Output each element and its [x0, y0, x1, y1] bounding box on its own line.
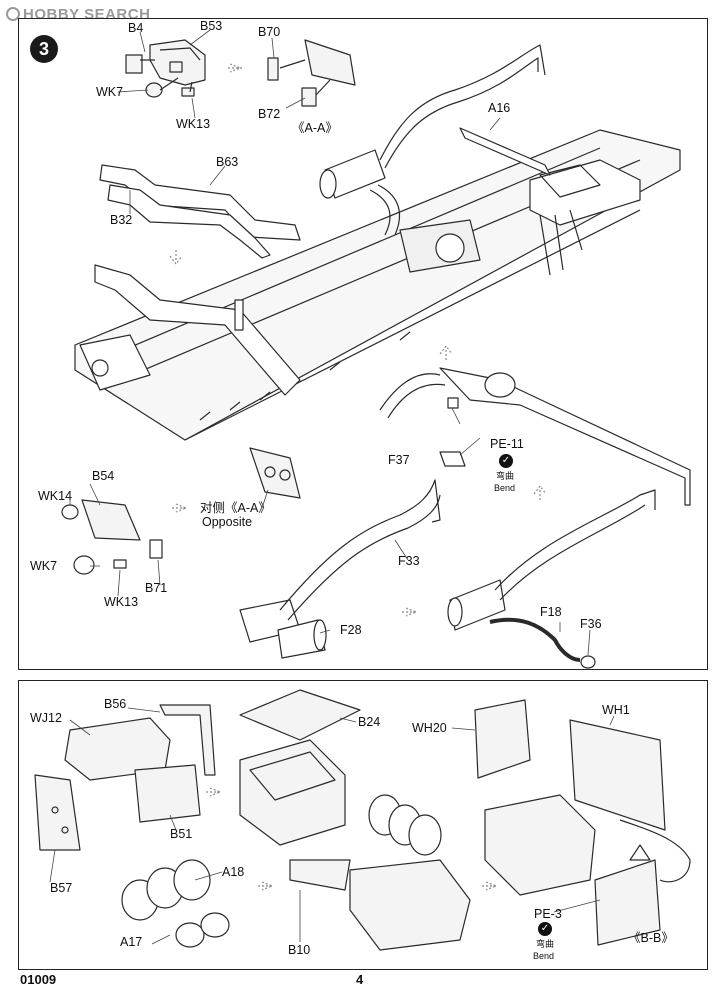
label-b71: B71 [145, 581, 168, 595]
exhaust-pipe-f33-drawing [239, 479, 441, 659]
label-bend-cn-2: 弯曲 [536, 939, 555, 949]
label-b72: B72 [258, 107, 281, 121]
label-b63: B63 [216, 155, 239, 169]
label-wj12: WJ12 [30, 711, 62, 725]
label-b70: B70 [258, 25, 281, 39]
exhaust-pipe-right-drawing [379, 367, 691, 506]
label-b54: B54 [92, 469, 115, 483]
label-opposite-en: Opposite [202, 515, 253, 529]
exhaust-pipe-a16-drawing [319, 44, 546, 236]
bend-icon-2: ✓ [538, 922, 552, 936]
label-a17: A17 [120, 935, 143, 949]
label-wk7-top: WK7 [96, 85, 124, 99]
label-a16: A16 [488, 101, 511, 115]
label-b24: B24 [358, 715, 381, 729]
bend-icon-1: ✓ [499, 454, 513, 468]
label-bend-en-2: Bend [533, 951, 555, 961]
label-view-bb: 《B-B》 [628, 931, 674, 945]
label-f18: F18 [540, 605, 562, 619]
label-a18: A18 [222, 865, 245, 879]
exhaust-pipe-f18-drawing [447, 489, 656, 669]
part-b70-drawing [267, 39, 356, 107]
step-number-badge: 3 [30, 35, 58, 63]
label-b51: B51 [170, 827, 193, 841]
label-b53: B53 [200, 19, 223, 33]
label-bend-en-1: Bend [494, 483, 516, 493]
label-wh1: WH1 [602, 703, 630, 717]
label-pe11: PE-11 [490, 437, 524, 451]
label-f37: F37 [388, 453, 410, 467]
battery-box-left-drawing [34, 704, 216, 851]
battery-box-center-drawing [239, 689, 471, 951]
label-view-aa-top: 《A-A》 [292, 121, 338, 135]
label-wh20: WH20 [412, 721, 447, 735]
label-wk13-top: WK13 [176, 117, 211, 131]
label-f33: F33 [398, 554, 420, 568]
label-b56: B56 [104, 697, 127, 711]
catalog-code: 01009 [20, 972, 57, 987]
chassis-frame-drawing [74, 127, 681, 441]
label-f36: F36 [580, 617, 602, 631]
battery-box-right-drawing [474, 699, 691, 946]
label-opposite-cn: 对侧《A-A》 [200, 501, 271, 515]
label-bend-cn-1: 弯曲 [496, 471, 515, 481]
label-b4: B4 [128, 21, 144, 35]
batteries-a18-drawing [121, 859, 230, 948]
label-wk13-bottom: WK13 [104, 595, 139, 609]
step-3-panel [18, 18, 708, 670]
part-b53-drawing [125, 39, 206, 98]
label-wk7-bottom: WK7 [30, 559, 58, 573]
label-wk14: WK14 [38, 489, 73, 503]
label-b32: B32 [110, 213, 133, 227]
part-b54-drawing [61, 447, 301, 575]
step-4-panel [18, 680, 708, 970]
label-b57: B57 [50, 881, 73, 895]
label-f28: F28 [340, 623, 362, 637]
label-b10: B10 [288, 943, 311, 957]
page-number: 4 [356, 972, 364, 987]
label-pe3: PE-3 [534, 907, 562, 921]
watermark-logo-icon [6, 7, 20, 21]
